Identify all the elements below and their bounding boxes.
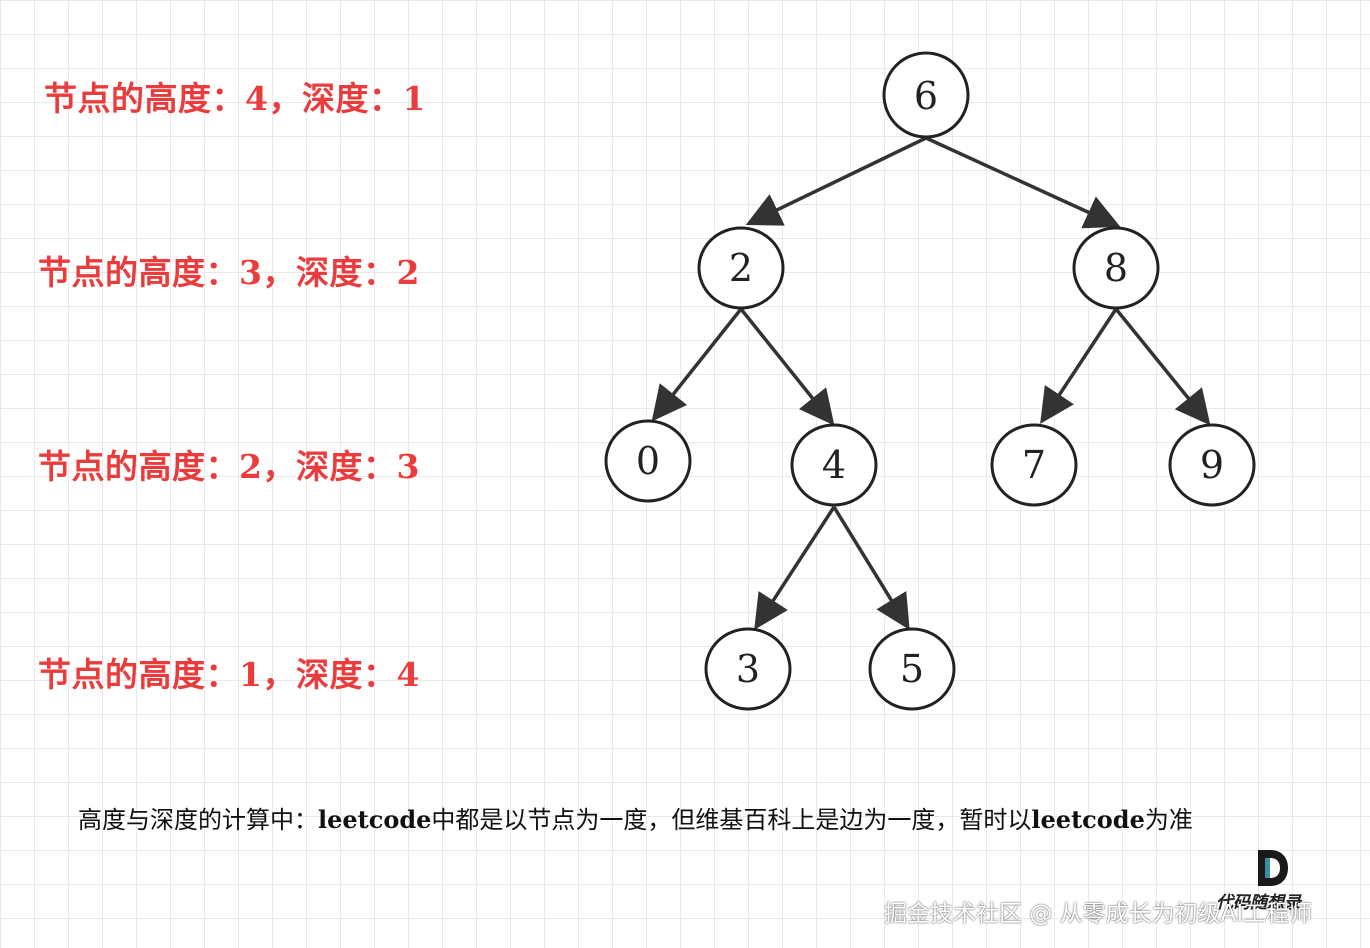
edge-8-7 [1040, 308, 1118, 424]
level-label-depth-2: 节点的高度：3，深度：2 [38, 253, 420, 292]
level-label-depth-1: 节点的高度：4，深度：1 [44, 79, 426, 118]
tree-edges [651, 136, 1211, 630]
node-circle [604, 419, 692, 503]
tree-node-4: 4 [790, 423, 878, 507]
tree-node-2: 2 [697, 226, 785, 310]
node-label: 0 [636, 439, 660, 483]
edge-4-5 [832, 506, 910, 630]
node-label: 7 [1022, 443, 1046, 487]
node-circle [1072, 226, 1160, 310]
edge-2-0 [651, 307, 743, 422]
footnote-part-5: 为准 [1144, 806, 1193, 834]
node-label: 8 [1104, 246, 1128, 290]
node-label: 9 [1200, 443, 1224, 487]
edge-8-9 [1114, 307, 1211, 426]
footnote-part-4: leetcode [1031, 805, 1145, 834]
tree-node-0: 0 [604, 419, 692, 503]
level-label-depth-3: 节点的高度：2，深度：3 [38, 447, 420, 486]
tree-node-8: 8 [1072, 226, 1160, 310]
edge-2-4 [739, 307, 835, 426]
edge-4-3 [754, 506, 836, 630]
watermark: 掘金技术社区 @ 从零成长为初级AI工程师 [884, 901, 1313, 927]
edge-6-2 [745, 136, 927, 226]
node-label: 2 [729, 246, 753, 290]
logo-d-icon [1258, 850, 1288, 886]
node-circle [868, 627, 956, 711]
node-circle [990, 423, 1078, 507]
node-circle [882, 51, 970, 139]
node-label: 3 [736, 647, 760, 691]
tree-node-3: 3 [704, 627, 792, 711]
node-circle [704, 627, 792, 711]
footnote-part-2: leetcode [318, 805, 432, 834]
node-label: 6 [914, 74, 938, 118]
node-circle [790, 423, 878, 507]
tree-node-5: 5 [868, 627, 956, 711]
footnote-text: 高度与深度的计算中：leetcode中都是以节点为一度，但维基百科上是边为一度，… [78, 800, 1193, 835]
logo-text: 代码随想录 [1216, 893, 1301, 913]
node-circle [1168, 423, 1256, 507]
tree-node-6: 6 [882, 51, 970, 139]
tree-node-7: 7 [990, 423, 1078, 507]
tree-node-9: 9 [1168, 423, 1256, 507]
level-label-depth-4: 节点的高度：1，深度：4 [38, 655, 420, 694]
footnote-part-3: 中都是以节点为一度，但维基百科上是边为一度，暂时以 [431, 806, 1032, 834]
edge-6-8 [925, 136, 1121, 229]
node-label: 5 [900, 647, 924, 691]
node-circle [697, 226, 785, 310]
footnote-part-1: 高度与深度的计算中： [78, 806, 318, 834]
node-label: 4 [822, 443, 846, 487]
